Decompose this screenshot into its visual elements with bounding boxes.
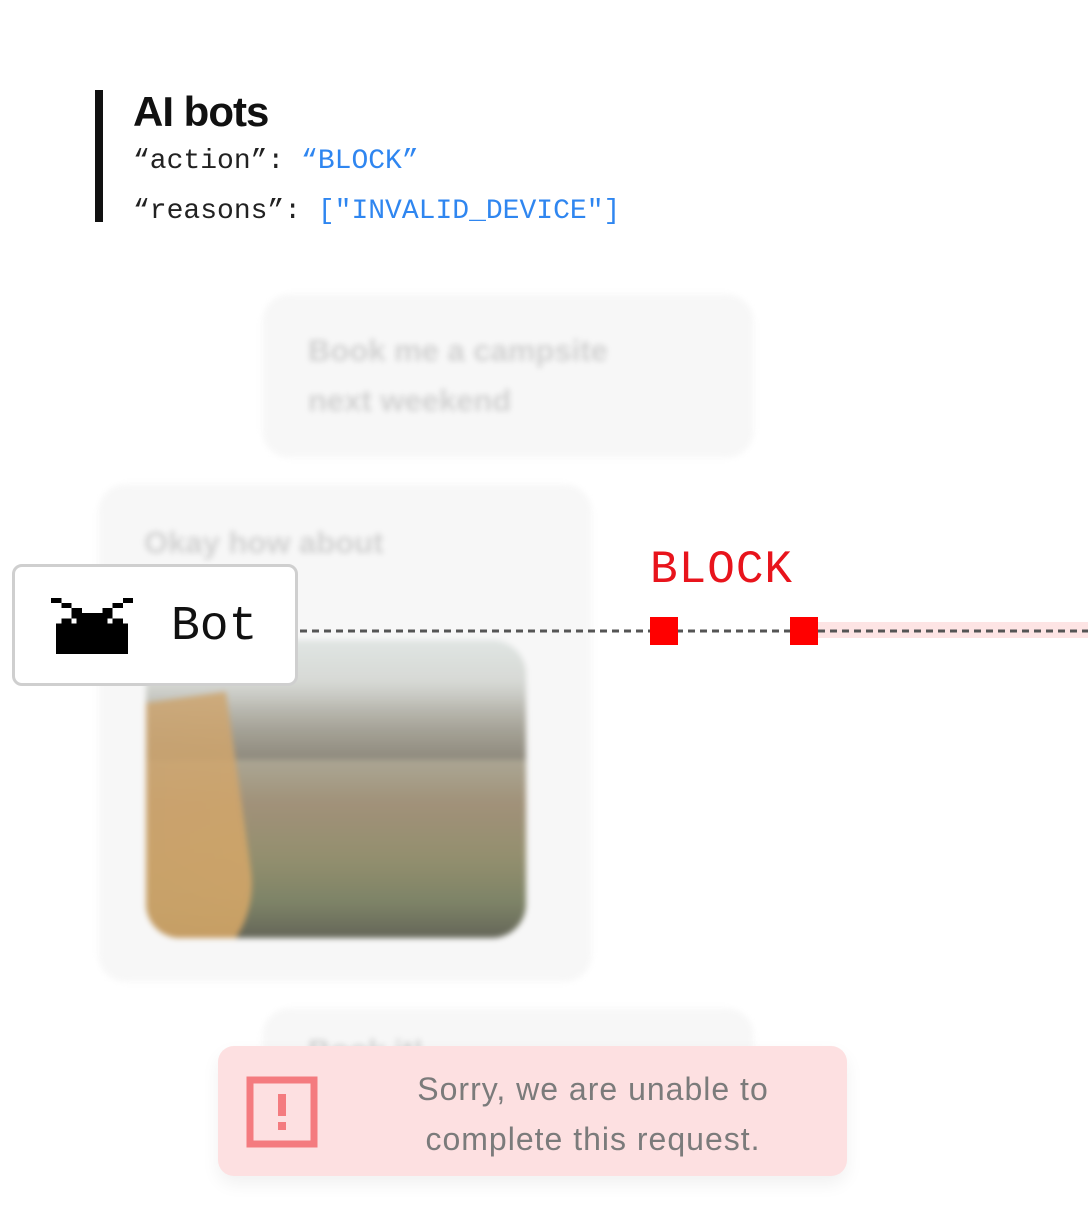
error-message-line: complete this request. bbox=[425, 1121, 761, 1157]
bot-card: Bot bbox=[12, 564, 298, 686]
decision-node-start bbox=[650, 617, 678, 645]
accent-bar bbox=[95, 90, 103, 222]
rule-header: AI bots “action”: “BLOCK” “reasons”: ["I… bbox=[95, 88, 795, 227]
chat-bubble-text: Okay how about bbox=[144, 525, 384, 560]
code-line-action: “action”: “BLOCK” bbox=[133, 146, 419, 177]
error-message: Sorry, we are unable to complete this re… bbox=[368, 1064, 818, 1164]
rule-title: AI bots bbox=[133, 88, 269, 135]
alert-icon bbox=[246, 1076, 318, 1148]
error-toast: Sorry, we are unable to complete this re… bbox=[218, 1046, 847, 1176]
chat-bubble-user-request: Book me a campsite next weekend bbox=[262, 294, 754, 458]
bot-label: Bot bbox=[171, 600, 258, 654]
bot-icon bbox=[51, 597, 133, 655]
code-line-reasons: “reasons”: ["INVALID_DEVICE"] bbox=[133, 196, 621, 227]
error-message-line: Sorry, we are unable to bbox=[417, 1071, 769, 1107]
decision-node-end bbox=[790, 617, 818, 645]
chat-bubble-text: next weekend bbox=[308, 383, 512, 418]
chat-bubble-text: Book me a campsite bbox=[308, 333, 608, 368]
campsite-photo bbox=[146, 640, 526, 938]
block-decision-label: BLOCK bbox=[650, 544, 794, 596]
